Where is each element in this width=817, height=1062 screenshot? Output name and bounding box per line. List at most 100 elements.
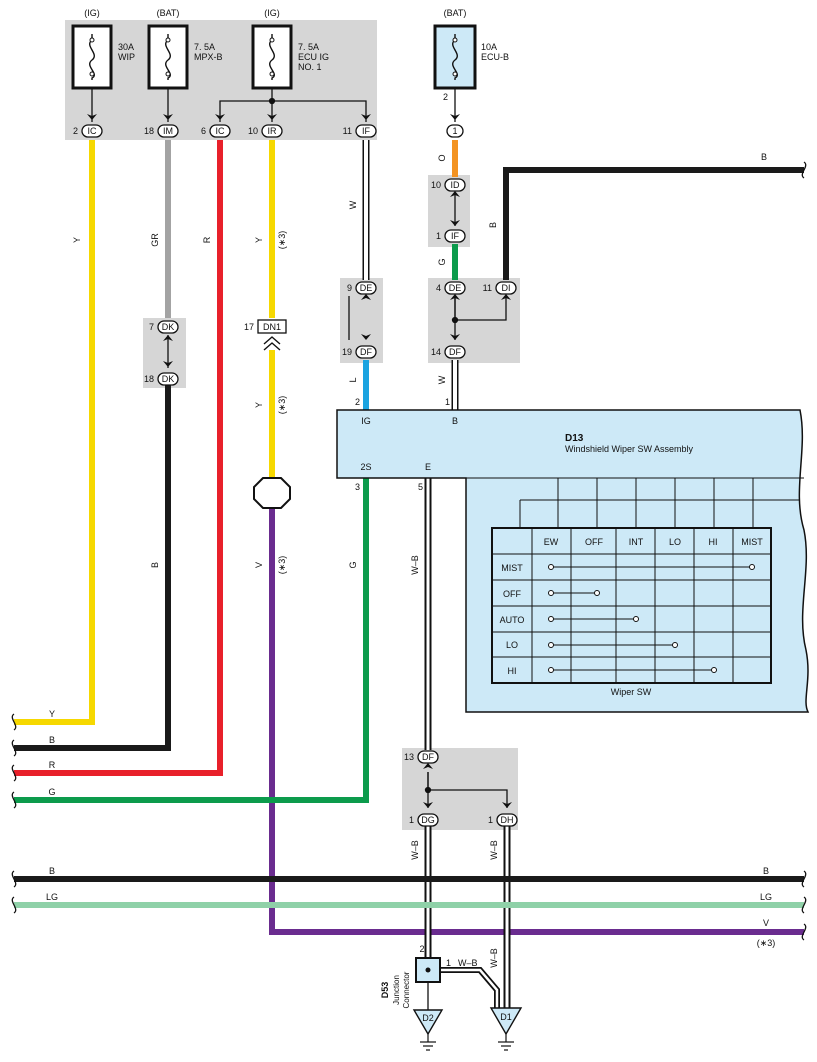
label-b-2: B [761, 152, 767, 162]
svg-text:11: 11 [483, 283, 492, 293]
svg-text:DE: DE [360, 283, 373, 293]
column-header: OFF [585, 537, 603, 547]
column-header: EW [544, 537, 559, 547]
label-b-6: B [763, 866, 769, 876]
wiper-sw-table: EW OFF INT LO HI MIST MIST OFF AUTO LO H… [491, 527, 772, 697]
row-header: AUTO [500, 615, 525, 625]
svg-text:9: 9 [347, 283, 352, 293]
fuse-ecu-ig-source: (IG) [264, 8, 280, 18]
internal-wires [91, 88, 508, 808]
label-note-2: (∗3) [277, 396, 287, 415]
svg-text:DK: DK [162, 374, 175, 384]
row-header: LO [506, 640, 518, 650]
svg-text:13: 13 [404, 752, 414, 762]
svg-text:DF: DF [422, 752, 434, 762]
label-l: L [348, 377, 358, 382]
label-note-3: (∗3) [277, 556, 287, 575]
pin-di-11: DI 11 [483, 281, 517, 295]
pin-ic-6: IC 6 [201, 124, 231, 138]
wire-wb-d53 [440, 968, 499, 1008]
svg-text:2: 2 [443, 92, 448, 102]
fuse-ecu-b-source: (BAT) [444, 8, 467, 18]
label-y-2: Y [254, 237, 264, 243]
svg-text:IF: IF [451, 231, 460, 241]
pin-de-9: DE 9 [347, 281, 377, 295]
svg-text:DI: DI [502, 283, 511, 293]
splice-octagon [253, 477, 291, 509]
row-header: OFF [503, 589, 521, 599]
label-b-1: B [488, 222, 498, 228]
label-y-3: Y [254, 402, 264, 408]
label-o: O [437, 154, 447, 161]
d53-code: D53 [380, 982, 390, 999]
ground-d2: D2 [412, 1009, 444, 1051]
pin-dk-18: DK 18 [144, 372, 179, 386]
d53-pin-b: 1 [446, 958, 451, 968]
assembly-pin-ig-num: 2 [355, 397, 360, 407]
svg-text:6: 6 [201, 126, 206, 136]
wire-break-marks [11, 161, 807, 941]
label-v-1: V [254, 562, 264, 568]
pin-id-10: ID 10 [431, 178, 466, 192]
wire-black-dk [14, 385, 171, 751]
pin-ic-2: IC 2 [73, 124, 103, 138]
fuse-mpx-b-source: (BAT) [157, 8, 180, 18]
wire-labels: Y GR R Y (∗3) W O G B B B Y (∗3) L W V (… [46, 152, 775, 968]
wire-yellow-wip [14, 140, 95, 725]
svg-text:19: 19 [342, 347, 352, 357]
svg-text:1: 1 [452, 126, 457, 136]
fuse-ecu-b-name: ECU-B [481, 52, 509, 62]
ground-d1: D1 [489, 1007, 523, 1051]
pin-im-18: IM 18 [144, 124, 179, 138]
label-wb-5: W–B [458, 958, 478, 968]
chevron-up-icon [263, 336, 281, 351]
wire-wb-d53-outline [440, 967, 500, 1008]
assembly-pin-e-label: E [425, 462, 431, 472]
pin-df-14: DF 14 [431, 345, 466, 359]
pin-dg-1: DG 1 [409, 813, 439, 827]
pin-arrows [87, 114, 512, 808]
label-wb-4: W–B [489, 948, 499, 968]
fuse-ecu-b: (BAT) 10A ECU-B [433, 8, 509, 90]
fuse-ecu-b-rating: 10A [481, 42, 497, 52]
junction-block-top [65, 20, 377, 140]
pin-ecu-b-1: 1 2 [443, 92, 464, 138]
wire-red [14, 140, 223, 776]
label-note-1: (∗3) [277, 231, 287, 250]
svg-text:IF: IF [362, 126, 371, 136]
column-header: LO [669, 537, 681, 547]
svg-text:ID: ID [451, 180, 461, 190]
svg-text:IC: IC [216, 126, 226, 136]
fuse-mpx-b-rating: 7. 5A [194, 42, 215, 52]
switch-comb-lines [466, 477, 804, 528]
label-r-2: R [49, 760, 56, 770]
label-wb-2: W–B [410, 840, 420, 860]
wires [14, 140, 804, 1010]
wire-violet [269, 505, 804, 935]
svg-text:14: 14 [431, 347, 441, 357]
column-header: MIST [741, 537, 763, 547]
pin-de-4: DE 4 [436, 281, 466, 295]
assembly-pin-e-num: 5 [418, 482, 423, 492]
svg-text:IR: IR [268, 126, 278, 136]
pin-df-13: DF 13 [404, 750, 439, 764]
pin-df-19: DF 19 [342, 345, 377, 359]
pin-dh-1: DH 1 [488, 813, 518, 827]
column-header: INT [629, 537, 644, 547]
pin-if-1: IF 1 [436, 229, 466, 243]
fuse-wip-source: (IG) [84, 8, 100, 18]
label-b-3: B [150, 562, 160, 568]
svg-text:4: 4 [436, 283, 441, 293]
svg-text:1: 1 [436, 231, 441, 241]
svg-text:DF: DF [449, 347, 461, 357]
column-header: HI [709, 537, 718, 547]
label-y-4: Y [49, 709, 55, 719]
svg-text:10: 10 [431, 180, 441, 190]
ground-d1-label: D1 [500, 1012, 512, 1022]
label-y-1: Y [72, 237, 82, 243]
label-g-3: G [48, 787, 55, 797]
label-b-4: B [49, 735, 55, 745]
fuse-wip-rating: 30A [118, 42, 134, 52]
